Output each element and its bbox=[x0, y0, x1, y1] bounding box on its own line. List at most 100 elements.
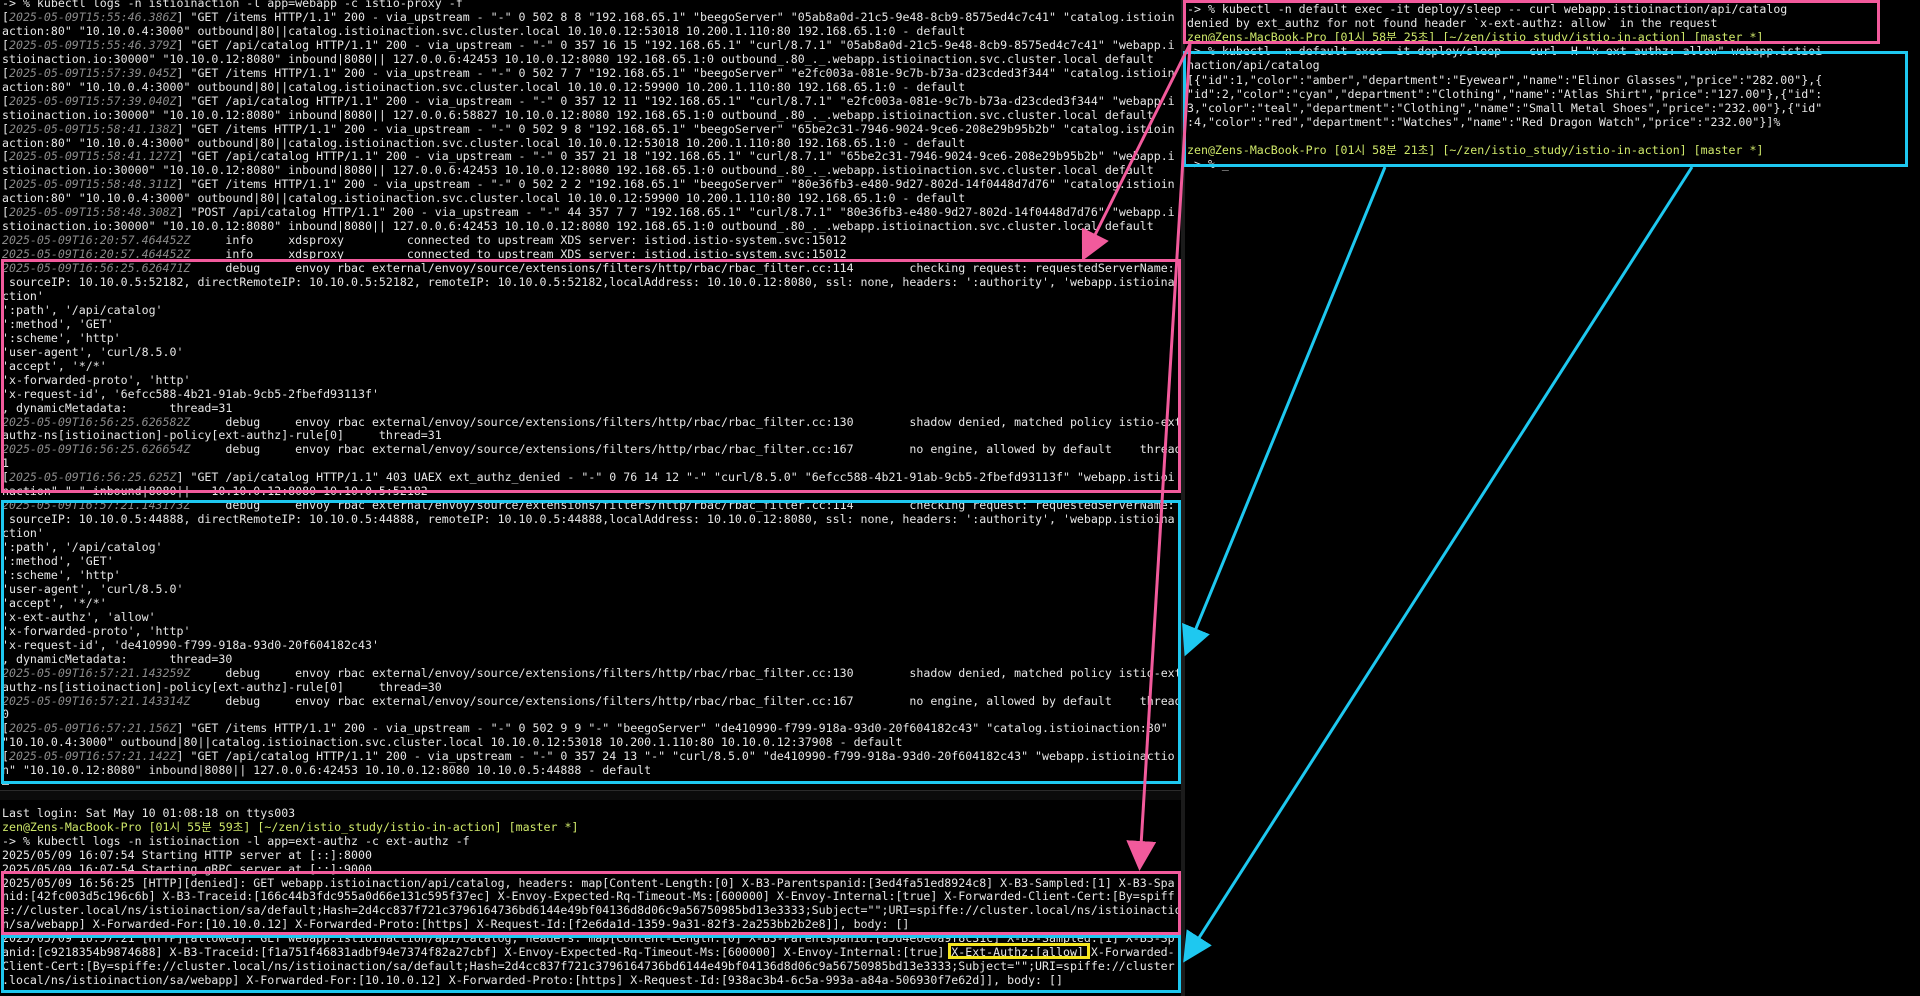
terminal-line: [2025-05-09T16:57:21.156Z] "GET /items H… bbox=[2, 721, 1179, 735]
terminal-line: denied by ext_authz for not found header… bbox=[1187, 16, 1918, 30]
terminal-line: n" "10.10.0.12:8080" inbound|8080|| 127.… bbox=[2, 763, 1179, 777]
terminal-line: -> % kubectl -n default exec -it deploy/… bbox=[1187, 2, 1918, 16]
terminal-line: [2025-05-09T15:55:46.386Z] "GET /items H… bbox=[2, 10, 1179, 24]
line-text: ':method', 'GET' bbox=[2, 554, 114, 568]
terminal-line: — bbox=[2, 777, 1179, 790]
line-text: -> % kubectl -n default exec -it deploy/… bbox=[1187, 44, 1823, 59]
terminal-line: n/sa/webapp] X-Forwarded-For:[10.10.0.12… bbox=[2, 917, 1179, 931]
line-text: anid:[c9218354b9874688] X-B3-Traceid:[f1… bbox=[2, 945, 1175, 959]
proxy-log-pane[interactable]: -> % kubectl logs -n istioinaction -l ap… bbox=[0, 0, 1181, 790]
terminal-line: action:80" "10.10.0.4:3000" outbound|80|… bbox=[2, 24, 1179, 38]
line-text: 'user-agent', 'curl/8.5.0' bbox=[2, 581, 184, 596]
log-timestamp: 2025-05-09T16:56:25.626471Z bbox=[2, 261, 191, 276]
line-text: 2025/05/09 16:07:54 Starting HTTP server… bbox=[2, 847, 372, 862]
line-text: 2025/05/09 16:56:25 [HTTP][denied]: GET … bbox=[2, 875, 1175, 890]
line-bracket: [ bbox=[2, 93, 9, 108]
terminal-line: "id":2,"color":"cyan","department":"Clot… bbox=[1187, 87, 1918, 101]
line-text: :4,"color":"red","department":"Watches",… bbox=[1187, 114, 1781, 129]
terminal-line: 'x-request-id', 'de410990-f799-918a-93d0… bbox=[2, 638, 1179, 652]
line-bracket: [ bbox=[2, 177, 9, 192]
terminal-line: naction/api/catalog bbox=[1187, 58, 1918, 72]
terminal-line: ':method', 'GET' bbox=[2, 554, 1179, 568]
line-text: ] "GET /items HTTP/1.1" 200 - via_upstre… bbox=[176, 65, 1175, 80]
line-text: ] "GET /api/catalog HTTP/1.1" 200 - via_… bbox=[176, 149, 1175, 164]
line-text: 'x-forwarded-proto', 'http' bbox=[2, 372, 191, 387]
terminal-line: [2025-05-09T15:57:39.045Z] "GET /items H… bbox=[2, 66, 1179, 80]
log-timestamp: 2025-05-09T15:58:48.311Z bbox=[8, 177, 177, 192]
line-text: ] "GET /items HTTP/1.1" 200 - via_upstre… bbox=[176, 177, 1175, 192]
line-text: n/sa/webapp] X-Forwarded-For:[10.10.0.12… bbox=[2, 917, 910, 932]
line-bracket: [ bbox=[2, 470, 9, 485]
line-text: debug envoy rbac external/envoy/source/e… bbox=[190, 665, 1179, 680]
log-timestamp: 2025-05-09T16:57:21.143314Z bbox=[2, 693, 191, 708]
line-text: ] "GET /api/catalog HTTP/1.1" 403 UAEX e… bbox=[176, 470, 1175, 485]
line-bracket: [ bbox=[2, 721, 9, 736]
line-text: ] "GET /items HTTP/1.1" 200 - via_upstre… bbox=[176, 721, 1168, 736]
terminal-line: action:80" "10.10.0.4:3000" outbound|80|… bbox=[2, 191, 1179, 205]
terminal-line: ':scheme', 'http' bbox=[2, 568, 1179, 582]
line-text: , dynamicMetadata: thread=30 bbox=[2, 651, 233, 666]
terminal-line: .local/ns/istioinaction/sa/webapp] X-For… bbox=[2, 973, 1179, 987]
terminal-line: 2025-05-09T16:20:57.464452Z info xdsprox… bbox=[2, 247, 1179, 261]
line-text: 'accept', '*/*' bbox=[2, 358, 107, 373]
line-text: nid:[42fc003d5c196c6b] X-B3-Traceid:[166… bbox=[2, 889, 1175, 904]
line-text: debug envoy rbac external/envoy/source/e… bbox=[190, 261, 1179, 276]
terminal-line: 'x-request-id', '6efcc588-4b21-91ab-9cb5… bbox=[2, 387, 1179, 401]
line-text: ':scheme', 'http' bbox=[2, 567, 121, 582]
terminal-line: 2025-05-09T16:57:21.143173Z debug envoy … bbox=[2, 498, 1179, 512]
line-text: 'x-ext-authz', 'allow' bbox=[2, 609, 156, 624]
terminal-line: sourceIP: 10.10.0.5:44888, directRemoteI… bbox=[2, 512, 1179, 526]
line-bracket: [ bbox=[2, 749, 9, 764]
log-timestamp: 2025-05-09T16:20:57.464452Z bbox=[2, 233, 191, 248]
terminal-line: 2025-05-09T16:56:25.626654Z debug envoy … bbox=[2, 442, 1179, 456]
curl-terminal-pane[interactable]: -> % kubectl -n default exec -it deploy/… bbox=[1185, 0, 1920, 996]
log-timestamp: 2025-05-09T15:57:39.040Z bbox=[8, 93, 177, 108]
line-text: naction" "-" inbound|8080|| - 10.10.0.12… bbox=[2, 484, 456, 499]
line-text: stioinaction.io:30000" "10.10.0.12:8080"… bbox=[2, 219, 1154, 234]
terminal-line: [2025-05-09T15:58:41.127Z] "GET /api/cat… bbox=[2, 149, 1179, 163]
terminal-line: [2025-05-09T15:57:39.040Z] "GET /api/cat… bbox=[2, 94, 1179, 108]
line-text: e://cluster.local/ns/istioinaction/sa/de… bbox=[2, 903, 1179, 918]
terminal-line: 'accept', '*/*' bbox=[2, 596, 1179, 610]
line-text: ':path', '/api/catalog' bbox=[2, 540, 163, 555]
log-timestamp: 2025-05-09T15:58:41.138Z bbox=[8, 121, 177, 136]
terminal-line: Client-Cert:[By=spiffe://cluster.local/n… bbox=[2, 959, 1179, 973]
terminal-line: nid:[42fc003d5c196c6b] X-B3-Traceid:[166… bbox=[2, 889, 1179, 903]
line-text: -> % kubectl logs -n istioinaction -l ap… bbox=[2, 833, 470, 848]
line-text: ] "GET /items HTTP/1.1" 200 - via_upstre… bbox=[176, 9, 1175, 24]
terminal-line: authz-ns[istioinaction]-policy[ext-authz… bbox=[2, 680, 1179, 694]
line-text: 0 bbox=[2, 707, 9, 722]
ext-authz-log-pane[interactable]: Last login: Sat May 10 01:08:18 on ttys0… bbox=[0, 800, 1181, 996]
terminal-line: 'x-ext-authz', 'allow' bbox=[2, 610, 1179, 624]
terminal-line: zen@Zens-MacBook-Pro [01시 58분 25초] [~/ze… bbox=[1187, 30, 1918, 44]
line-text: -> % kubectl logs -n istioinaction -l ap… bbox=[2, 0, 463, 10]
terminal-line: ':method', 'GET' bbox=[2, 317, 1179, 331]
terminal-line: 2025-05-09T16:56:25.626471Z debug envoy … bbox=[2, 261, 1179, 275]
line-text: ] "GET /api/catalog HTTP/1.1" 200 - via_… bbox=[176, 93, 1175, 108]
terminal-line: , dynamicMetadata: thread=30 bbox=[2, 652, 1179, 666]
terminal-line: [2025-05-09T15:58:48.311Z] "GET /items H… bbox=[2, 177, 1179, 191]
line-text: 1 bbox=[2, 456, 9, 471]
pane-divider-horizontal[interactable] bbox=[0, 790, 1181, 801]
line-text: debug envoy rbac external/envoy/source/e… bbox=[190, 498, 1179, 513]
line-bracket: [ bbox=[2, 205, 9, 220]
line-text: stioinaction.io:30000" "10.10.0.12:8080"… bbox=[2, 107, 1154, 122]
line-text: authz-ns[istioinaction]-policy[ext-authz… bbox=[2, 679, 442, 694]
log-timestamp: 2025-05-09T15:58:48.308Z bbox=[8, 205, 177, 220]
line-text: ':path', '/api/catalog' bbox=[2, 302, 163, 317]
line-text: denied by ext_authz for not found header… bbox=[1187, 16, 1718, 31]
terminal-line: 2025-05-09T16:57:21.143314Z debug envoy … bbox=[2, 694, 1179, 708]
terminal-line: 'x-forwarded-proto', 'http' bbox=[2, 624, 1179, 638]
line-text: zen@Zens-MacBook-Pro [01시 58분 21초] [~/ze… bbox=[1187, 143, 1764, 157]
terminal-line: zen@Zens-MacBook-Pro [01시 55분 59초] [~/ze… bbox=[2, 820, 1179, 834]
line-bracket: [ bbox=[2, 65, 9, 80]
terminal-line: sourceIP: 10.10.0.5:52182, directRemoteI… bbox=[2, 275, 1179, 289]
line-text: 3,"color":"teal","department":"Clothing"… bbox=[1187, 100, 1823, 115]
line-text: 2025/05/09 16:57:21 [HTTP][allowed]: GET… bbox=[2, 931, 1175, 946]
line-text: ':method', 'GET' bbox=[2, 316, 114, 331]
terminal-line: 'x-forwarded-proto', 'http' bbox=[2, 373, 1179, 387]
terminal-line: 2025/05/09 16:57:21 [HTTP][allowed]: GET… bbox=[2, 931, 1179, 945]
terminal-line: ':path', '/api/catalog' bbox=[2, 303, 1179, 317]
line-text: 'user-agent', 'curl/8.5.0' bbox=[2, 344, 184, 359]
line-text: action:80" "10.10.0.4:3000" outbound|80|… bbox=[2, 191, 966, 206]
